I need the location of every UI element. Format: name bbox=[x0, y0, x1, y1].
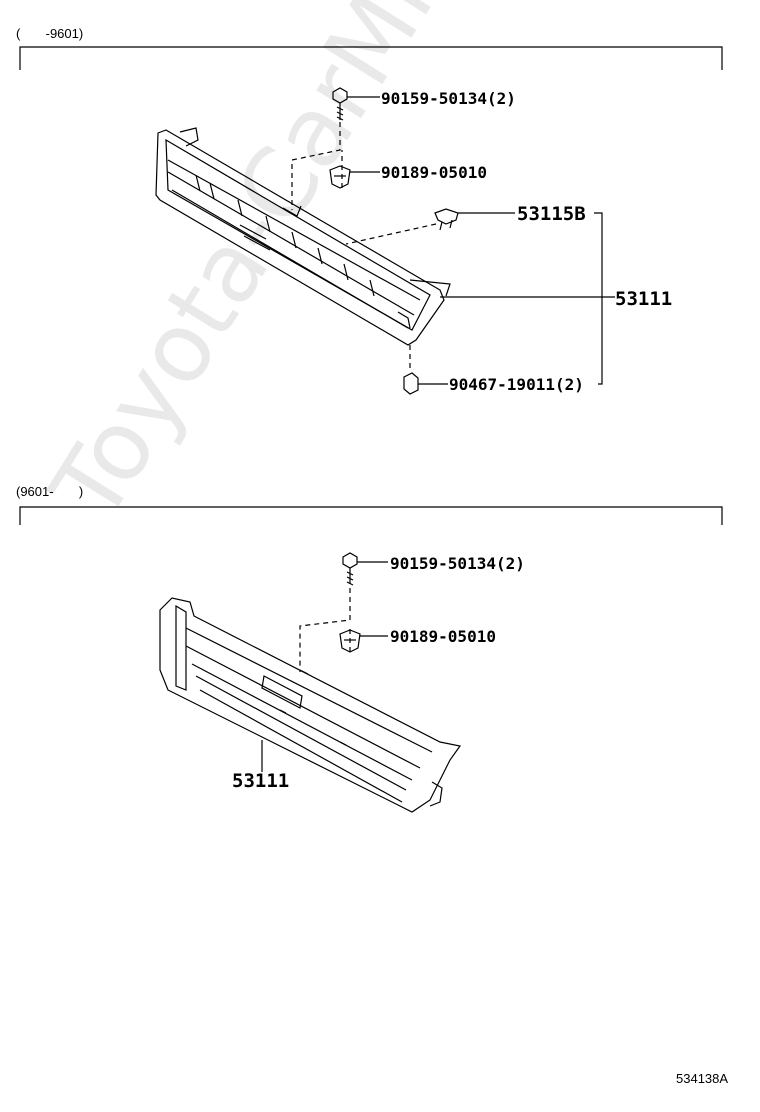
section-2-frame bbox=[19, 506, 723, 525]
part-label-90189-05010: 90189-05010 bbox=[381, 163, 487, 182]
clip-nut-icon bbox=[329, 165, 351, 189]
part-label-53115b: 53115B bbox=[517, 203, 586, 225]
bracket-icon bbox=[434, 208, 459, 231]
grille-icon bbox=[159, 597, 462, 813]
part-label-90159-50134: 90159-50134(2) bbox=[381, 89, 516, 108]
part-label-53111: 53111 bbox=[615, 288, 673, 310]
bolt-icon bbox=[332, 87, 348, 121]
section-1-frame bbox=[19, 46, 723, 70]
bolt-icon bbox=[342, 552, 358, 586]
part-label-90159-50134: 90159-50134(2) bbox=[390, 554, 525, 573]
part-label-90467-19011: 90467-19011(2) bbox=[449, 375, 584, 394]
part-label-90189-05010: 90189-05010 bbox=[390, 627, 496, 646]
range-label-before-9601: ( -9601) bbox=[16, 26, 84, 41]
clip-icon bbox=[403, 372, 419, 395]
diagram-id: 534138A bbox=[676, 1071, 729, 1086]
range-label-from-9601: (9601- ) bbox=[16, 484, 84, 499]
grille-icon bbox=[155, 127, 451, 346]
part-label-53111: 53111 bbox=[232, 770, 290, 792]
